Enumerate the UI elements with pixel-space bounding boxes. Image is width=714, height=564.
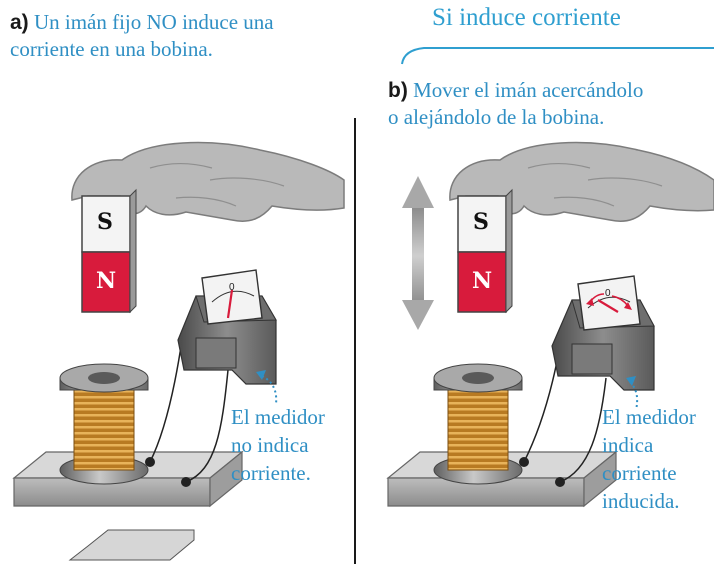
panel-b-coil <box>386 345 618 508</box>
panel-b-note-line3: corriente <box>602 461 677 485</box>
panel-a-note-line2: no indica <box>231 433 309 457</box>
panel-b-note-line4: inducida. <box>602 489 680 513</box>
panel-a-note-line1: El medidor <box>231 405 325 429</box>
magnet-b-north-label: N <box>472 268 493 294</box>
panel-b-annotation: Si induce corriente <box>432 4 621 31</box>
panel-b-caption: b) Mover el imán acercándolo <box>388 78 644 103</box>
magnet-north-pole <box>81 251 131 313</box>
panel-b-letter: b) <box>388 79 408 102</box>
panel-a-letter: a) <box>10 11 29 34</box>
panel-b-note-line2: indica <box>602 433 654 457</box>
panel-b-note-line1: El medidor <box>602 405 696 429</box>
panel-b-caption-line2: o alejándolo de la bobina. <box>388 105 605 129</box>
motion-arrow-icon <box>402 176 434 330</box>
panel-b-galvanometer: 0 <box>551 275 655 391</box>
panel-a-pointer <box>261 375 278 405</box>
panel-a-galvanometer: 0 <box>177 269 277 385</box>
magnet-a-south-label: S <box>97 209 113 235</box>
panel-b-hand-and-magnet <box>449 141 714 314</box>
panel-a-caption-line1: Un imán fijo NO induce una <box>33 10 274 34</box>
panel-b-caption-line1: Mover el imán acercándolo <box>413 78 644 102</box>
magnet-b-south-pole <box>457 195 507 253</box>
meter-a-zero-label: 0 <box>229 282 235 293</box>
panel-a-note-line3: corriente. <box>231 461 311 485</box>
panel-a-coil <box>12 339 244 561</box>
panel-a-hand-and-magnet <box>71 141 345 314</box>
magnet-b-south-label: S <box>473 209 489 235</box>
magnet-a-north-label: N <box>96 268 117 294</box>
hand-illustration-b <box>449 141 714 222</box>
panel-a-caption-line2: corriente en una bobina. <box>10 37 213 61</box>
annotation-bracket <box>401 47 714 65</box>
hand-illustration <box>71 141 345 222</box>
meter-b-zero-label: 0 <box>605 288 611 299</box>
panel-a-caption: a) Un imán fijo NO induce una <box>10 10 274 35</box>
